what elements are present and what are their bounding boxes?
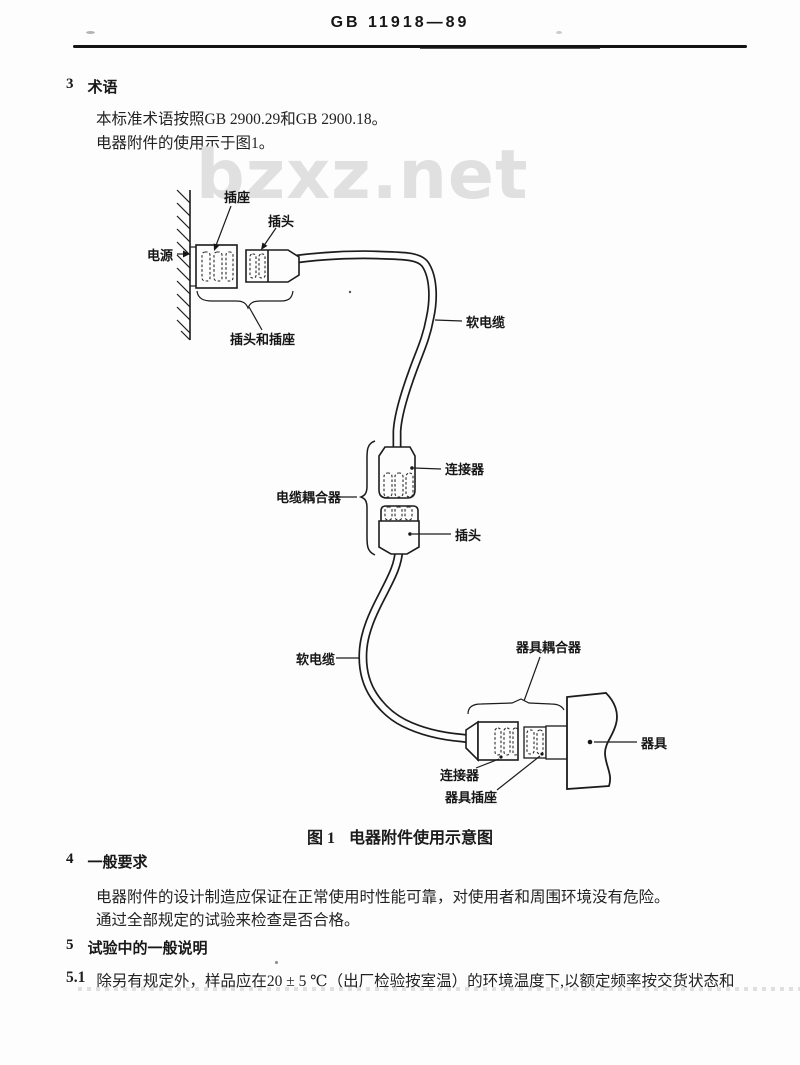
label-flexible-cable-bottom: 软电缆 bbox=[296, 652, 335, 667]
plug-and-socket-brace bbox=[196, 290, 294, 331]
appliance-coupler-brace bbox=[467, 698, 565, 715]
label-plug-and-socket: 插头和插座 bbox=[230, 332, 295, 347]
figure-1-diagram: 电源 插座 插头 插头和插座 软电缆 连接器 插头 电缆耦合器 软电缆 器具耦合… bbox=[147, 189, 667, 805]
cable-coupler-brace bbox=[358, 440, 376, 556]
flexible-cable-top-curve bbox=[296, 250, 438, 450]
section-3-paragraph-2: 电器附件的使用示于图1。 bbox=[96, 135, 275, 152]
section-5-title: 试验中的一般说明 bbox=[87, 941, 208, 957]
label-appliance-coupler: 器具耦合器 bbox=[515, 640, 582, 655]
label-connector-bottom: 连接器 bbox=[440, 768, 480, 783]
figure-caption-text: 电器附件使用示意图 bbox=[349, 830, 494, 847]
label-appliance: 器具 bbox=[640, 736, 667, 751]
label-appliance-inlet: 器具插座 bbox=[444, 790, 497, 805]
label-plug-mid: 插头 bbox=[455, 528, 481, 543]
label-socket: 插座 bbox=[224, 190, 250, 205]
clause-5-1-number: 5.1 bbox=[66, 969, 86, 986]
scan-speck bbox=[86, 31, 95, 34]
label-cable-coupler: 电缆耦合器 bbox=[276, 490, 342, 505]
clause-5-1-text: 除另有规定外，样品应在20 ± 5 ℃（出厂检验按室温）的环境温度下,以额定频率… bbox=[96, 973, 735, 990]
figure-caption-number: 图 1 bbox=[306, 830, 335, 847]
clause-5-1: 5.1 除另有规定外，样品应在20 ± 5 ℃（出厂检验按室温）的环境温度下,以… bbox=[66, 969, 734, 991]
wall bbox=[176, 189, 191, 341]
figure-caption: 图 1 电器附件使用示意图 bbox=[0, 824, 800, 848]
scan-speck bbox=[556, 31, 562, 34]
section-3-heading: 3 术语 bbox=[66, 76, 118, 97]
scan-speck bbox=[275, 961, 278, 964]
label-power-source: 电源 bbox=[147, 248, 173, 263]
connector-mid-component bbox=[378, 446, 416, 499]
connector-bottom-component bbox=[465, 720, 519, 762]
section-4-paragraph-2: 通过全部规定的试验来检查是否合格。 bbox=[96, 912, 360, 929]
section-4-heading: 4 一般要求 bbox=[66, 851, 148, 872]
appliance-inlet-component bbox=[523, 725, 570, 760]
section-5-heading: 5 试验中的一般说明 bbox=[66, 937, 208, 958]
section-4-number: 4 bbox=[66, 851, 74, 867]
flexible-cable-bottom-curve bbox=[358, 549, 471, 744]
label-connector-mid: 连接器 bbox=[445, 462, 485, 477]
plug-mid-component bbox=[378, 505, 420, 555]
watermark: bzxz.net bbox=[196, 136, 529, 215]
header-rule-fragment bbox=[420, 48, 600, 49]
socket-outlet bbox=[190, 244, 238, 289]
section-5-number: 5 bbox=[66, 937, 74, 953]
leader-lines bbox=[177, 205, 637, 791]
header-rule bbox=[73, 45, 747, 48]
label-flexible-cable-top: 软电缆 bbox=[466, 315, 505, 330]
scan-noise-strip bbox=[78, 987, 800, 991]
section-4-title: 一般要求 bbox=[87, 855, 148, 871]
standard-code-header: GB 11918—89 bbox=[330, 14, 470, 31]
label-plug-top: 插头 bbox=[268, 214, 294, 229]
section-4-paragraph-1: 电器附件的设计制造应保证在正常使用时性能可靠，对使用者和周围环境没有危险。 bbox=[96, 889, 670, 906]
section-3-number: 3 bbox=[66, 76, 74, 92]
section-3-paragraph-1: 本标准术语按照GB 2900.29和GB 2900.18。 bbox=[96, 111, 388, 128]
plug-top-component bbox=[245, 249, 300, 283]
section-3-title: 术语 bbox=[87, 80, 118, 96]
